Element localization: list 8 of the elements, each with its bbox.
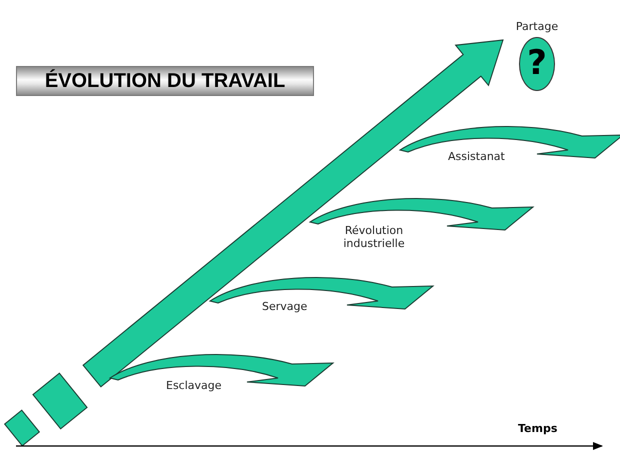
title-banner: ÉVOLUTION DU TRAVAIL bbox=[16, 66, 314, 96]
node-heading: Partage bbox=[514, 20, 560, 33]
period-label: Servage bbox=[262, 300, 308, 313]
period-label: Esclavage bbox=[166, 379, 222, 392]
question-oval: ? bbox=[519, 37, 555, 91]
period-label: Révolution industrielle bbox=[342, 224, 406, 250]
period-label: Assistanat bbox=[448, 150, 505, 163]
axis-label: Temps bbox=[518, 422, 558, 435]
